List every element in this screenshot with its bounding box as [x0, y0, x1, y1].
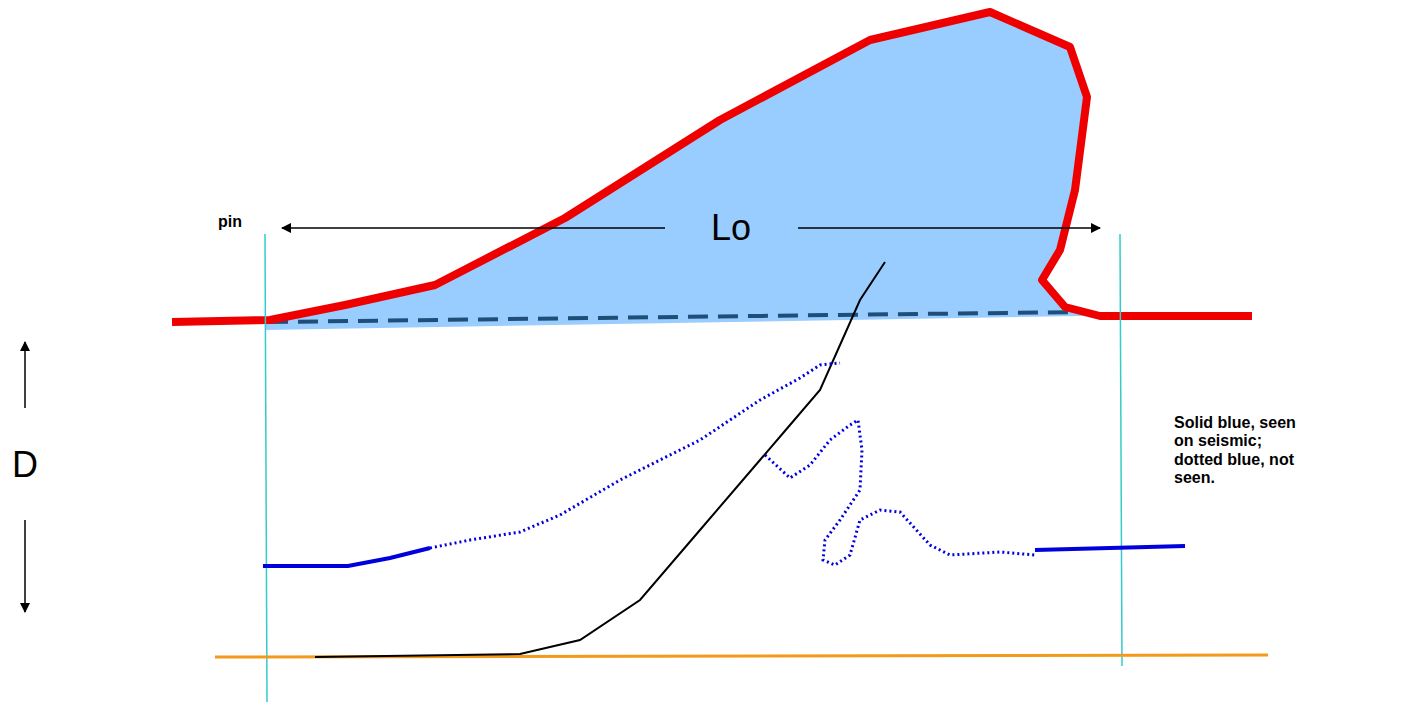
depth-label-holder: D: [12, 444, 38, 485]
depth-arrow: [24, 520, 26, 612]
uplift-area: [265, 12, 1100, 330]
depth-label: D: [12, 444, 38, 485]
pin-line: [1120, 234, 1122, 666]
legend-note: Solid blue, seen on seismic; dotted blue…: [1174, 414, 1314, 488]
legend-note-holder: Solid blue, seen on seismic; dotted blue…: [1174, 414, 1314, 488]
length-arrow: [282, 227, 665, 229]
top-surface: [172, 12, 1252, 322]
depth-arrow: [24, 342, 26, 408]
length-label-holder: Lo: [711, 207, 751, 248]
horizon-unseen: [765, 420, 1035, 565]
horizon-seen: [1035, 546, 1185, 550]
horizon-unseen: [430, 363, 840, 548]
regional-datum: [268, 312, 1080, 322]
length-arrow: [798, 227, 1100, 229]
pin-label: pin: [218, 213, 242, 231]
horizon-seen: [263, 548, 430, 566]
fault: [315, 262, 885, 657]
pin-label-holder: pin: [218, 213, 242, 231]
pin-line: [265, 234, 267, 702]
length-label: Lo: [711, 207, 751, 248]
